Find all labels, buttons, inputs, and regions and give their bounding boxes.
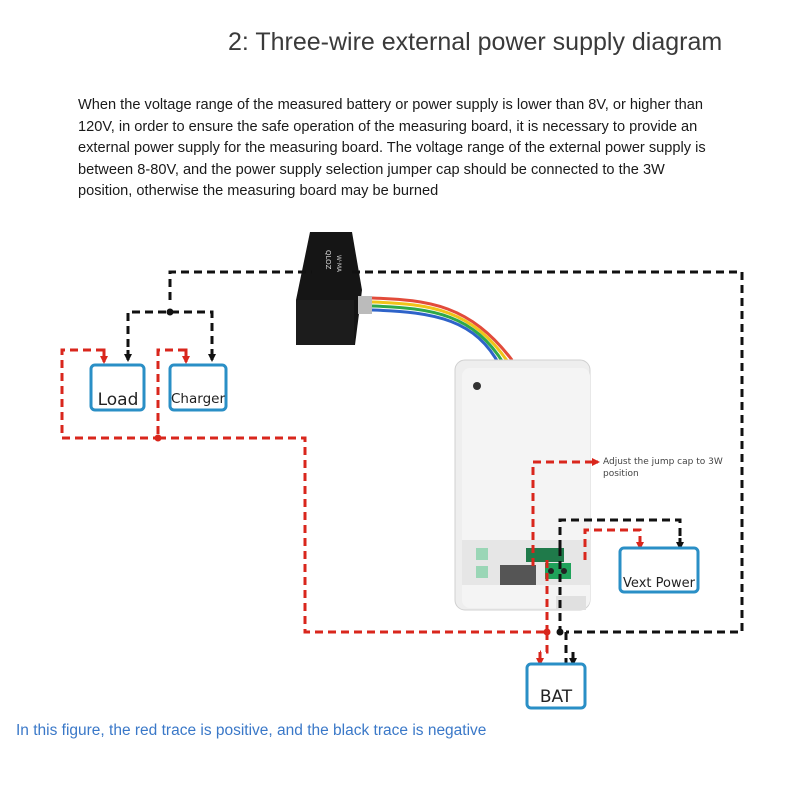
vext-power-label: Vext Power xyxy=(623,576,696,591)
svg-text:W·MA: W·MA xyxy=(335,255,342,273)
bat-label: BAT xyxy=(540,687,573,707)
bat-box: BAT xyxy=(525,662,587,710)
jumper-annotation-line1: Adjust the jump cap to 3W xyxy=(603,457,723,467)
negative-junction xyxy=(166,308,174,316)
svg-text:QLOZ: QLOZ xyxy=(324,250,332,270)
bat-negative-junction xyxy=(556,628,564,636)
positive-junction xyxy=(154,434,162,442)
negative-traces xyxy=(126,270,744,666)
load-box: Load xyxy=(89,363,146,412)
legend-caption: In this figure, the red trace is positiv… xyxy=(16,722,487,739)
description-text: When the voltage range of the measured b… xyxy=(78,97,706,199)
charger-box: Charger xyxy=(168,363,228,412)
negative-arrows xyxy=(124,350,684,666)
current-sensor-module: QLOZ W·MA xyxy=(296,232,514,367)
load-label: Load xyxy=(98,390,139,410)
measuring-board xyxy=(454,359,591,611)
vext-power-box: Vext Power xyxy=(618,546,700,594)
diagram-title: 2: Three-wire external power supply diag… xyxy=(228,28,723,56)
bat-positive-junction xyxy=(543,628,551,636)
jumper-annotation-line2: position xyxy=(603,469,639,479)
charger-label: Charger xyxy=(171,391,225,407)
positive-arrows xyxy=(96,348,644,666)
